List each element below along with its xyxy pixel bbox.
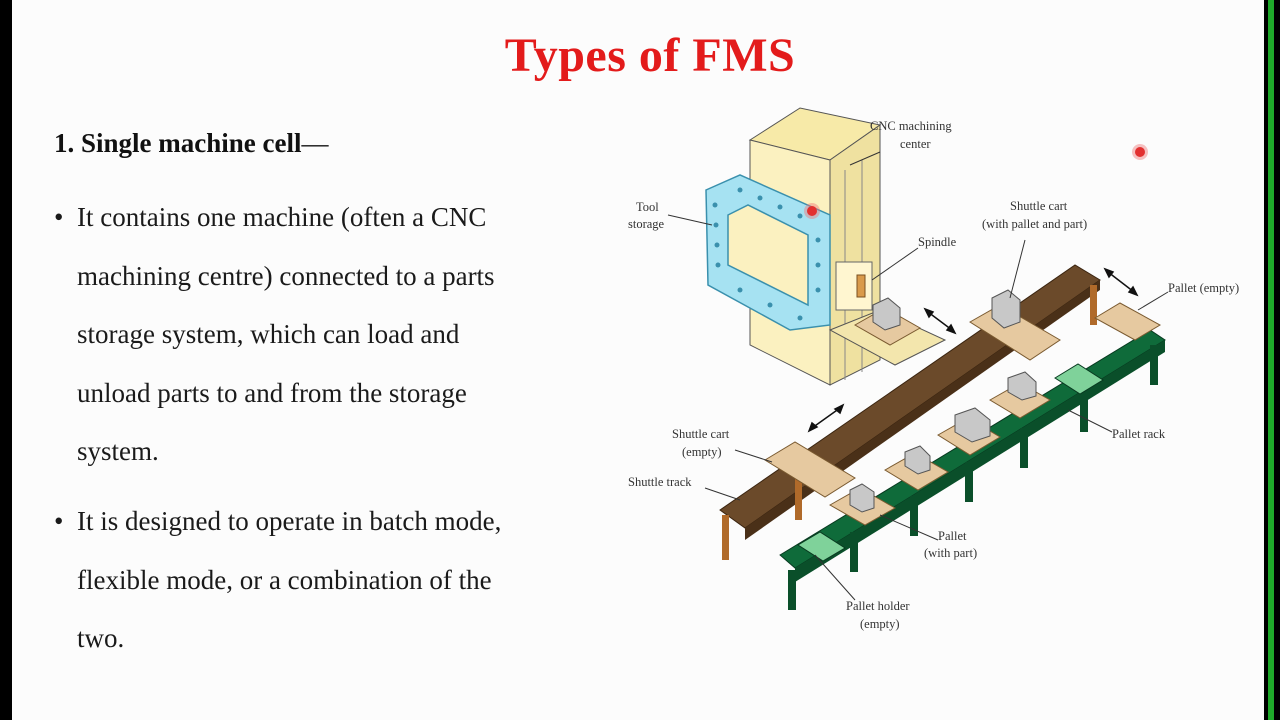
label-spindle: Spindle bbox=[918, 235, 957, 249]
bullet-line: two. bbox=[77, 623, 125, 653]
bullet-item-1: • It contains one machine (often a CNC m… bbox=[54, 188, 594, 481]
laser-pointer-dot bbox=[807, 206, 817, 216]
label-pallet-empty: Pallet (empty) bbox=[1168, 281, 1239, 295]
bullet-line: flexible mode, or a combination of the bbox=[77, 564, 492, 595]
slide bbox=[12, 0, 1264, 720]
label-shuttle-full: Shuttle cart bbox=[1010, 199, 1068, 213]
heading-text: 1. Single machine cell bbox=[54, 128, 302, 158]
bullet-line: storage system, which can load and bbox=[77, 319, 460, 349]
spindle bbox=[856, 274, 866, 298]
laser-pointer-dot bbox=[1135, 147, 1145, 157]
bullet-line: unload parts to and from the storage bbox=[77, 377, 467, 408]
heading-dash: — bbox=[301, 128, 329, 158]
label-cnc: center bbox=[900, 137, 931, 151]
label-tool-storage: storage bbox=[628, 217, 665, 231]
label-pallet-holder: (empty) bbox=[860, 617, 900, 631]
bullet-line: It contains one machine (often a CNC bbox=[77, 202, 487, 232]
leader-lines bbox=[667, 151, 1169, 601]
section-heading: 1. Single machine cell— bbox=[54, 128, 328, 159]
label-pallet-rack: Pallet rack bbox=[1112, 427, 1166, 441]
pallet-at-machine bbox=[853, 297, 922, 346]
label-shuttle-empty: (empty) bbox=[682, 445, 722, 459]
motion-arrows bbox=[807, 267, 1139, 433]
bullet-item-2: • It is designed to operate in batch mod… bbox=[54, 492, 594, 668]
label-cnc: CNC machining bbox=[870, 119, 952, 133]
bullet-line: system. bbox=[77, 436, 159, 466]
fms-diagram: CNC machining center Tool storage Spindl… bbox=[628, 107, 1239, 631]
label-pallet-part: (with part) bbox=[924, 546, 977, 560]
label-shuttle-track: Shuttle track bbox=[628, 475, 692, 489]
shuttle-cart-full bbox=[969, 289, 1061, 361]
label-pallet-holder: Pallet holder bbox=[846, 599, 910, 613]
bullet-line: machining centre) connected to a parts bbox=[77, 260, 495, 291]
pallet-with-part bbox=[828, 371, 1051, 526]
label-pallet-part: Pallet bbox=[938, 529, 967, 543]
slide-title: Types of FMS bbox=[504, 29, 796, 82]
label-tool-storage: Tool bbox=[636, 200, 659, 214]
pallet-empty bbox=[1093, 302, 1162, 341]
label-shuttle-empty: Shuttle cart bbox=[672, 427, 730, 441]
shuttle-cart-empty bbox=[764, 441, 856, 498]
bullet-dot: • bbox=[54, 202, 64, 232]
tool-storage bbox=[705, 174, 831, 331]
label-shuttle-full: (with pallet and part) bbox=[982, 217, 1087, 231]
bullet-dot: • bbox=[54, 506, 64, 536]
window-edge bbox=[1268, 0, 1274, 720]
bullet-line: It is designed to operate in batch mode, bbox=[77, 506, 502, 536]
